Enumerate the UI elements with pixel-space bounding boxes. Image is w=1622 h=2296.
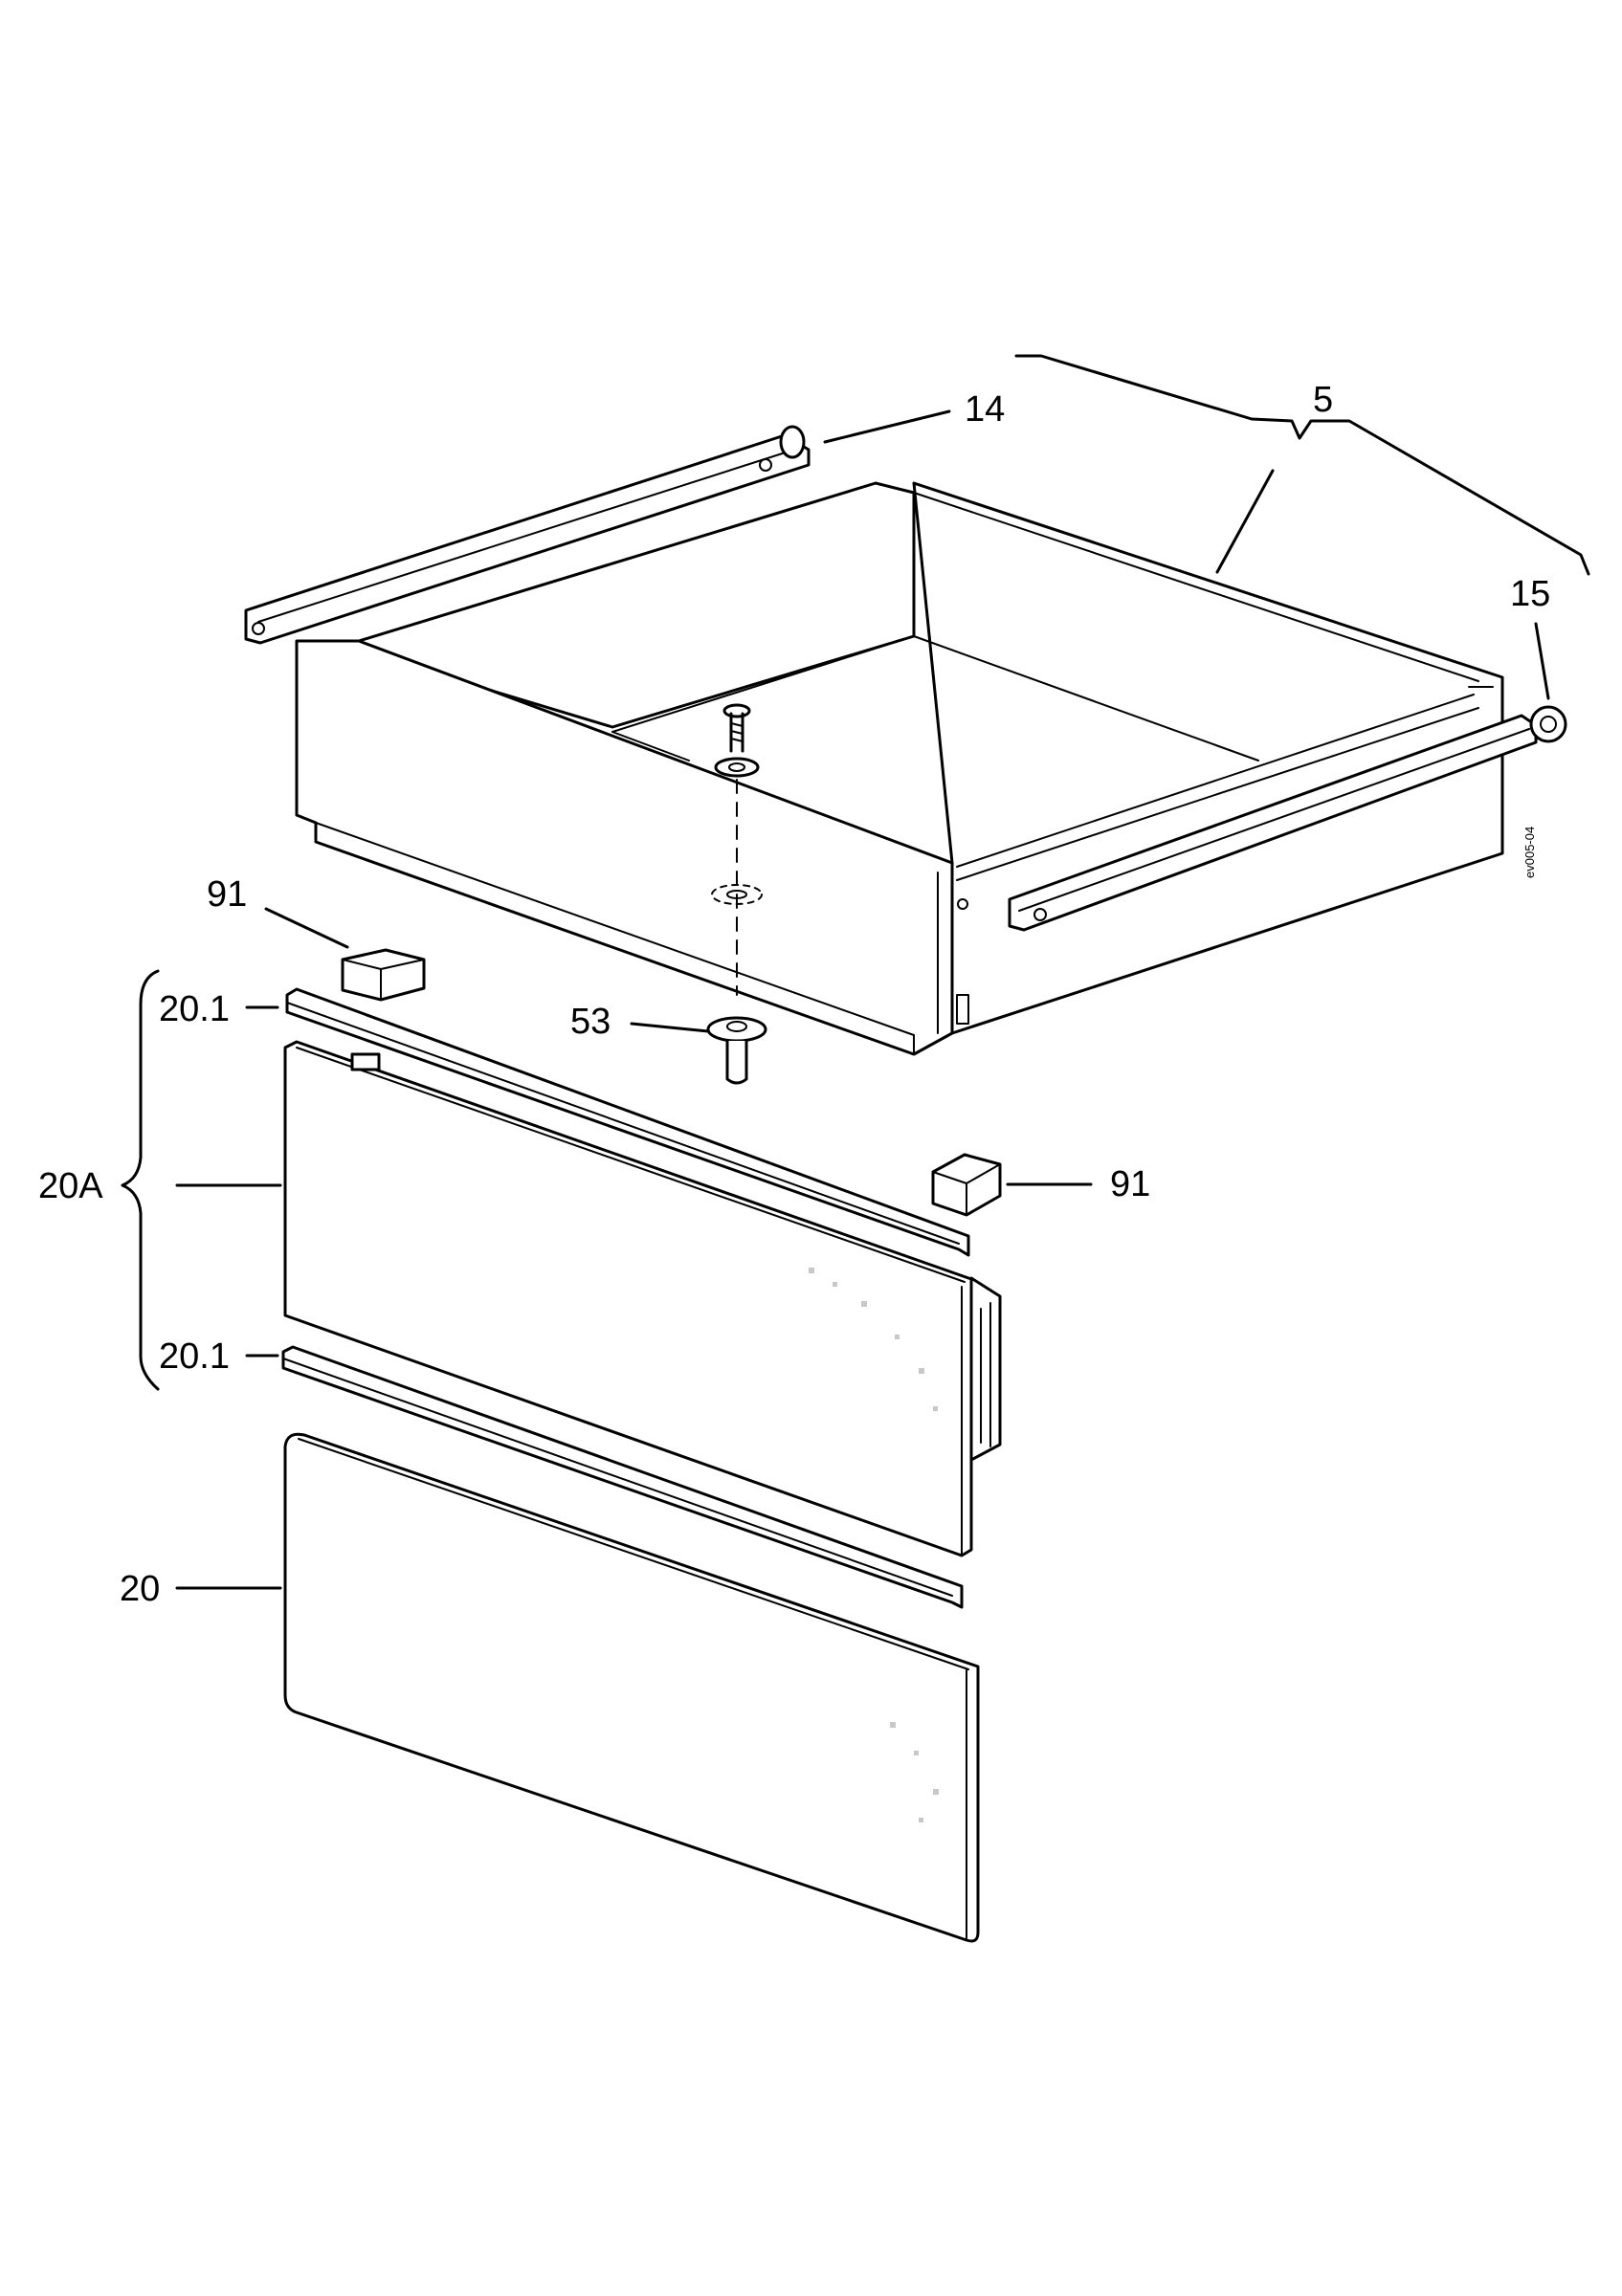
- part-91-block-left: [341, 948, 426, 1002]
- part-20-1-lower-strip: [281, 1345, 964, 1609]
- panel-shading: [809, 1268, 939, 1822]
- label-14: 14: [965, 389, 1005, 430]
- label-53: 53: [570, 1002, 611, 1042]
- label-20a: 20A: [38, 1166, 103, 1206]
- leader-lines: [121, 354, 1590, 1590]
- label-91-left: 91: [207, 874, 247, 915]
- label-5: 5: [1313, 380, 1333, 420]
- part-53-bolt: [706, 1016, 767, 1085]
- left-slide-rail: [244, 425, 811, 645]
- drawing-code: ev005-04: [1522, 827, 1537, 878]
- label-20-1-upper: 20.1: [159, 989, 230, 1029]
- callout-labels: 14 5 15 91 20.1 53 91 20A 20.1 20 ev005-…: [38, 380, 1550, 1609]
- right-slide-rail: [1008, 705, 1567, 932]
- part-20a-front-panel: [283, 1040, 1002, 1557]
- label-91-right: 91: [1110, 1164, 1150, 1204]
- part-20-front-panel: [283, 1432, 980, 1943]
- label-15: 15: [1510, 574, 1550, 614]
- screw-assembly: [711, 703, 763, 996]
- part-20-1-upper-strip: [285, 987, 970, 1257]
- label-20-1-lower: 20.1: [159, 1336, 230, 1377]
- part-91-block-right: [931, 1153, 1002, 1217]
- label-20: 20: [120, 1569, 160, 1609]
